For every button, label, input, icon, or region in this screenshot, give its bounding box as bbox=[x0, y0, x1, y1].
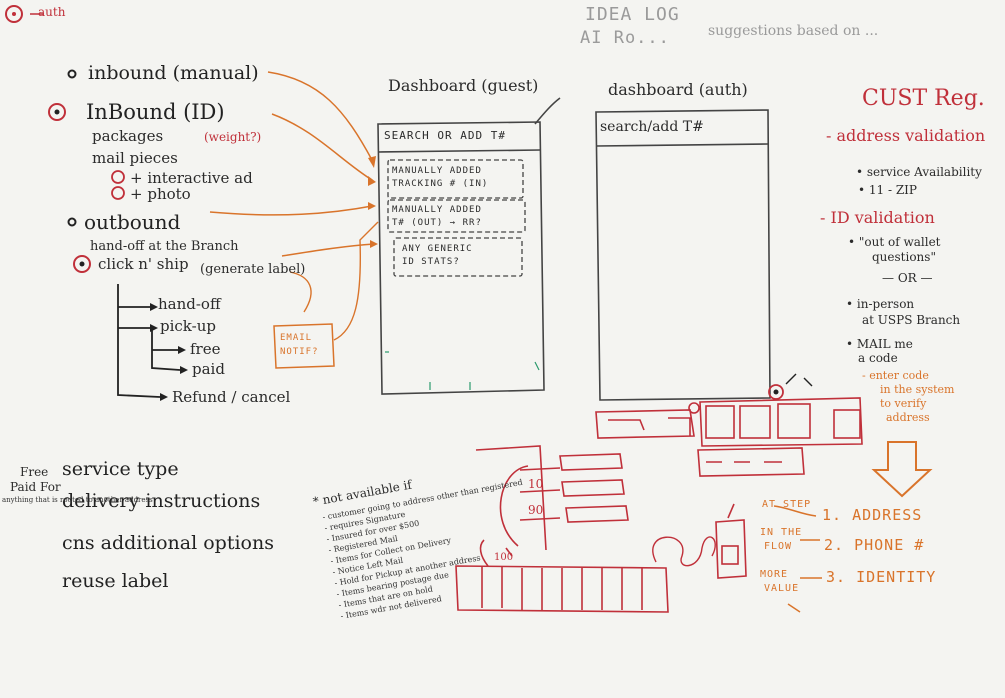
out-of-wallet-text: • "out of wallet bbox=[848, 235, 941, 249]
cns-options-text: cns additional options bbox=[62, 532, 274, 554]
in-the-text: IN THE bbox=[760, 527, 803, 538]
questions-text: questions" bbox=[872, 250, 936, 264]
auth-dashboard-frame bbox=[595, 109, 771, 401]
verify-text: to verify bbox=[880, 397, 927, 410]
interactive-ad-text: + interactive ad bbox=[130, 169, 253, 187]
address-validation-text: - address validation bbox=[826, 126, 986, 145]
idea-log-suggestion: suggestions based on ... bbox=[708, 23, 879, 39]
auth-dashboard-title: dashboard (auth) bbox=[608, 80, 748, 99]
sketch-ten: 10 bbox=[528, 477, 544, 491]
service-availability-text: • service Availability bbox=[856, 165, 982, 179]
idea-log-title: IDEA LOG bbox=[585, 4, 680, 25]
id-validation-text: - ID validation bbox=[820, 208, 935, 227]
a-code-text: a code bbox=[858, 351, 898, 365]
hand-off-text: hand-off bbox=[158, 295, 221, 313]
bullet-icon bbox=[67, 217, 77, 227]
photo-text: + photo bbox=[130, 185, 191, 203]
free-side-label: Free bbox=[20, 465, 49, 479]
mail-me-text: • MAIL me bbox=[846, 337, 913, 351]
auth-bullet-icon bbox=[73, 255, 91, 273]
delivery-instructions-text: delivery instructions bbox=[62, 490, 261, 512]
auth-marker-icon bbox=[768, 384, 784, 400]
value-text: VALUE bbox=[764, 583, 800, 594]
guest-card-in-line1: MANUALLY ADDED bbox=[392, 166, 482, 176]
cust-reg-title: CUST Reg. bbox=[862, 86, 985, 111]
packages-text: packages bbox=[92, 127, 164, 145]
handoff-branch-text: hand-off at the Branch bbox=[90, 239, 239, 254]
auth-bullet-icon bbox=[48, 103, 66, 121]
in-person-text: • in-person bbox=[846, 297, 915, 311]
guest-dashboard-frame bbox=[377, 121, 545, 395]
pick-up-text: pick-up bbox=[160, 317, 216, 335]
step-address: 1. ADDRESS bbox=[822, 506, 923, 524]
inbound-manual-text: inbound (manual) bbox=[88, 62, 259, 84]
usps-branch-text: at USPS Branch bbox=[862, 313, 961, 327]
guest-card-out-line2: T# (OUT) → RR? bbox=[392, 217, 482, 228]
enter-code-text: - enter code bbox=[862, 369, 929, 382]
service-type-text: service type bbox=[62, 458, 179, 480]
reuse-label-text: reuse label bbox=[62, 570, 169, 592]
guest-card-in[interactable]: MANUALLY ADDED TRACKING # (IN) bbox=[392, 165, 488, 190]
paid-note: anything that is routed to another addre… bbox=[2, 496, 153, 504]
guest-card-stats-line1: ANY GENERIC bbox=[402, 244, 473, 254]
bullet-icon bbox=[67, 69, 77, 79]
outbound-text: outbound bbox=[84, 210, 181, 234]
legend-label: auth bbox=[38, 5, 66, 19]
in-system-text: in the system bbox=[880, 383, 955, 396]
auth-bullet-icon bbox=[111, 170, 125, 184]
paid-text: paid bbox=[192, 360, 225, 378]
guest-card-stats[interactable]: ANY GENERIC ID STATS? bbox=[402, 243, 473, 268]
guest-dashboard-title: Dashboard (guest) bbox=[388, 76, 539, 95]
down-arrow-icon bbox=[871, 441, 933, 498]
sketch-hundred: 100 bbox=[494, 552, 514, 563]
email-notif-box bbox=[273, 323, 335, 369]
paid-for-side-label: Paid For bbox=[10, 480, 61, 494]
step-identity: 3. IDENTITY bbox=[826, 568, 937, 586]
guest-search-field[interactable]: SEARCH OR ADD T# bbox=[384, 129, 506, 142]
refund-text: Refund / cancel bbox=[172, 388, 291, 406]
more-text: MORE bbox=[760, 569, 789, 580]
zip-text: • 11 - ZIP bbox=[858, 183, 917, 197]
click-n-ship-text: click n' ship bbox=[98, 255, 189, 273]
mail-pieces-text: mail pieces bbox=[92, 149, 178, 167]
guest-card-in-line2: TRACKING # (IN) bbox=[392, 178, 489, 189]
free-text: free bbox=[190, 340, 221, 358]
weight-text: (weight?) bbox=[204, 130, 262, 144]
guest-card-out-line1: MANUALLY ADDED bbox=[392, 205, 482, 215]
idea-log-line: AI Ro... bbox=[580, 28, 670, 48]
auth-search-field[interactable]: search/add T# bbox=[600, 119, 704, 135]
flow-text: FLOW bbox=[764, 541, 793, 552]
guest-card-out[interactable]: MANUALLY ADDED T# (OUT) → RR? bbox=[392, 204, 482, 229]
step-phone: 2. PHONE # bbox=[824, 536, 925, 554]
inbound-id-text: InBound (ID) bbox=[86, 100, 225, 124]
or-text: — OR — bbox=[882, 271, 933, 285]
generate-label-text: (generate label) bbox=[200, 262, 306, 277]
sketch-ninety: 90 bbox=[528, 503, 544, 517]
legend-circle-icon bbox=[5, 5, 23, 23]
email-notif-text: EMAIL NOTIF? bbox=[280, 333, 319, 357]
at-step-text: AT STEP bbox=[762, 499, 812, 510]
address-check-text: address bbox=[886, 411, 930, 424]
guest-card-stats-line2: ID STATS? bbox=[402, 256, 460, 267]
auth-bullet-icon bbox=[111, 186, 125, 200]
